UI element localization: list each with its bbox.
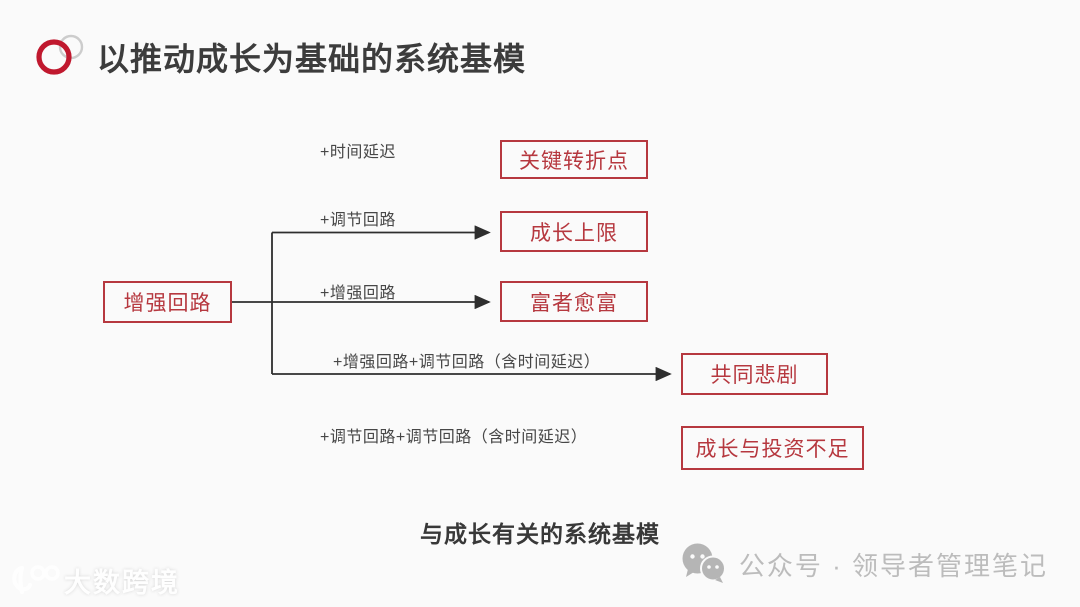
footer-brand: 公众号 · 领导者管理笔记: [681, 543, 1048, 585]
diagram-caption: 与成长有关的系统基模: [420, 521, 660, 547]
box-reinforcing-loop: 增强回路: [103, 281, 232, 323]
box-turning-point: 关键转折点: [500, 140, 648, 179]
edge-label-time-delay: +时间延迟: [320, 144, 396, 161]
edge-label-balance-plus-balance: +调节回路+调节回路（含时间延迟）: [320, 429, 588, 446]
double-ring-icon: [36, 34, 84, 75]
box-growth-and-underinvestment: 成长与投资不足: [681, 426, 864, 470]
wechat-account-label: 公众号 · 领导者管理笔记: [738, 550, 1048, 581]
box-success-to-successful: 富者愈富: [500, 281, 648, 322]
100-swirl-logo-icon: [12, 565, 60, 594]
page-title: 以推动成长为基础的系统基模: [97, 41, 527, 77]
box-tragedy-of-commons: 共同悲剧: [681, 353, 828, 395]
watermark: 大数跨境: [8, 560, 180, 600]
edge-label-balancing-loop: +调节回路: [320, 212, 396, 229]
box-limits-to-growth: 成长上限: [500, 211, 648, 252]
watermark-text: 大数跨境: [64, 567, 180, 598]
edge-label-reinf-plus-balance: +增强回路+调节回路（含时间延迟）: [333, 354, 601, 371]
edge-label-reinforcing-loop: +增强回路: [320, 285, 396, 302]
wechat-icon: [682, 543, 726, 583]
